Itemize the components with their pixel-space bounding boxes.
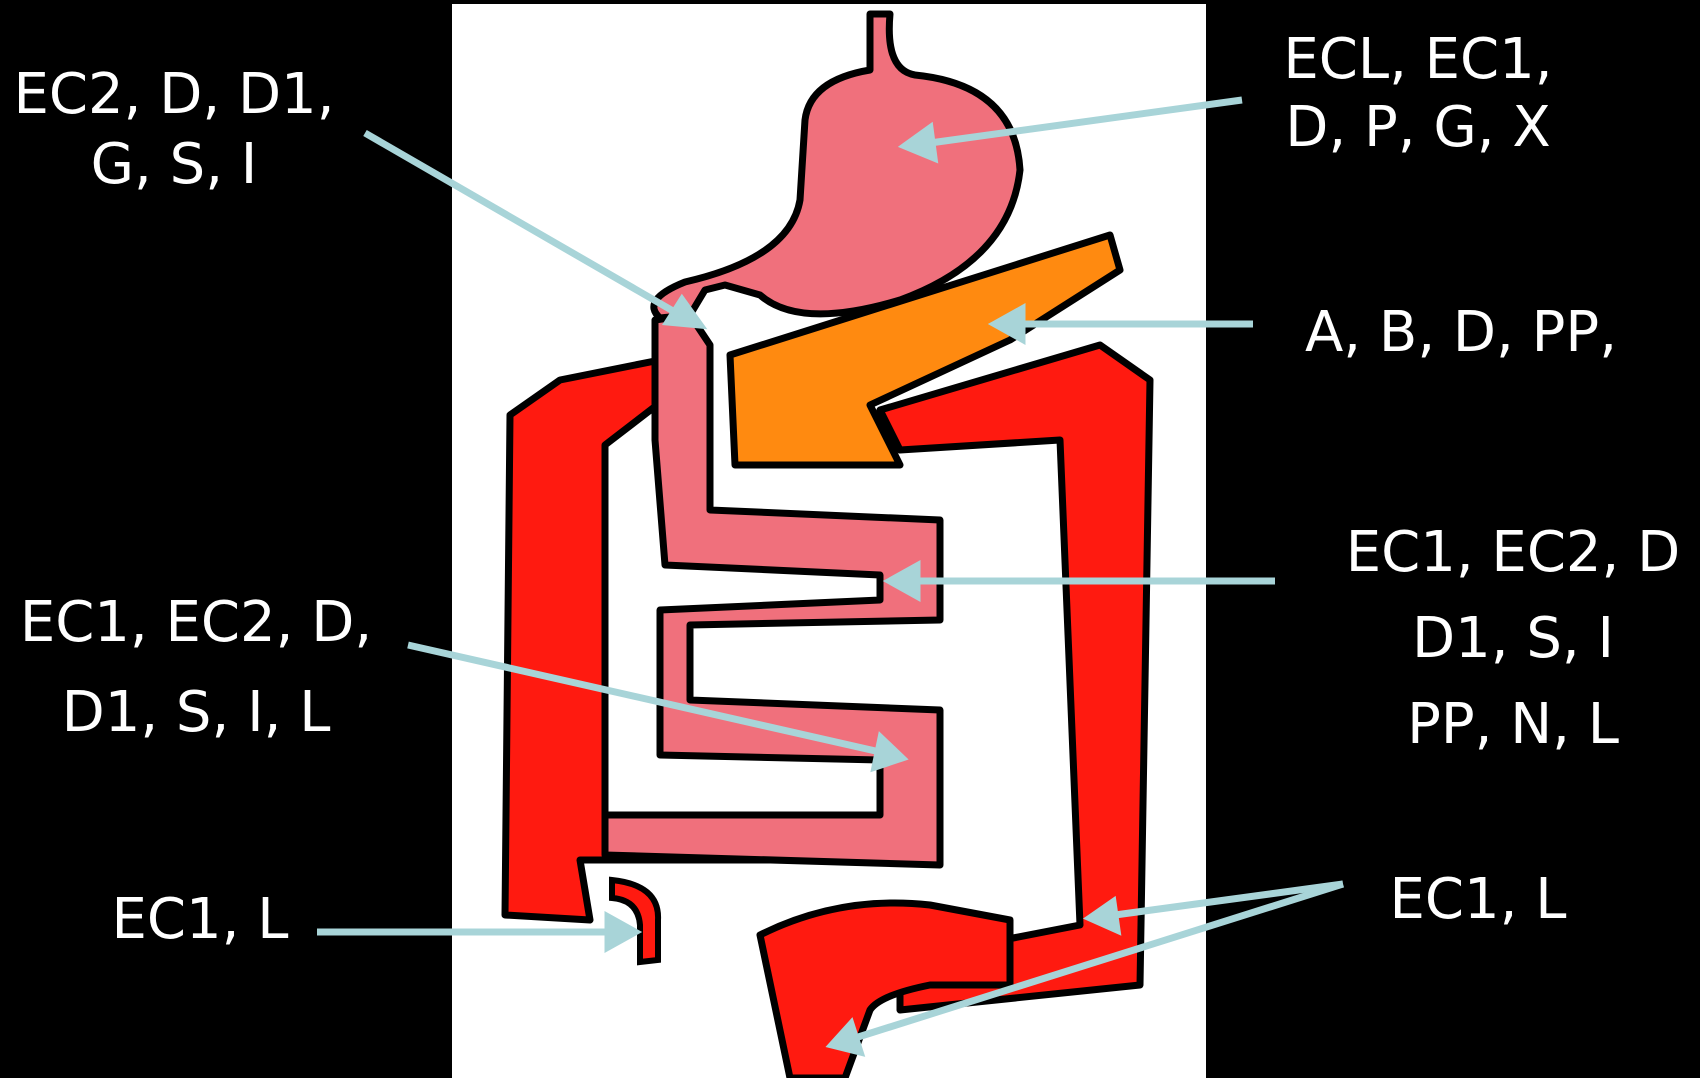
label-line: A, B, D, PP, (1296, 298, 1626, 368)
label-appendix: EC1, L (100, 885, 300, 955)
label-line: EC1, L (100, 885, 300, 955)
label-line: EC1, EC2, D, (6, 578, 386, 668)
label-line: PP, N, L (1338, 682, 1688, 768)
label-stomach: ECL, EC1, D, P, G, X (1268, 26, 1568, 162)
arrow-colon-a (1115, 884, 1343, 915)
label-line: D1, S, I (1338, 596, 1688, 682)
label-jejunum: EC1, EC2, D D1, S, I PP, N, L (1338, 510, 1688, 768)
stomach (654, 14, 1020, 318)
label-line: ECL, EC1, (1268, 26, 1568, 94)
label-line: G, S, I (6, 130, 342, 200)
arrow-small-intestine-upper (365, 133, 680, 315)
arrow-head (608, 917, 635, 947)
label-line: D1, S, I, L (6, 668, 386, 758)
label-line: EC2, D, D1, (6, 60, 342, 130)
label-line: EC1, L (1378, 865, 1578, 935)
label-small-intestine-upper: EC2, D, D1, G, S, I (6, 60, 342, 200)
label-colon: EC1, L (1378, 865, 1578, 935)
label-ileum: EC1, EC2, D, D1, S, I, L (6, 578, 386, 758)
arrow-ileum (408, 645, 880, 752)
label-line: D, P, G, X (1268, 94, 1568, 162)
label-line: EC1, EC2, D (1338, 510, 1688, 596)
label-pancreas: A, B, D, PP, (1296, 298, 1626, 368)
